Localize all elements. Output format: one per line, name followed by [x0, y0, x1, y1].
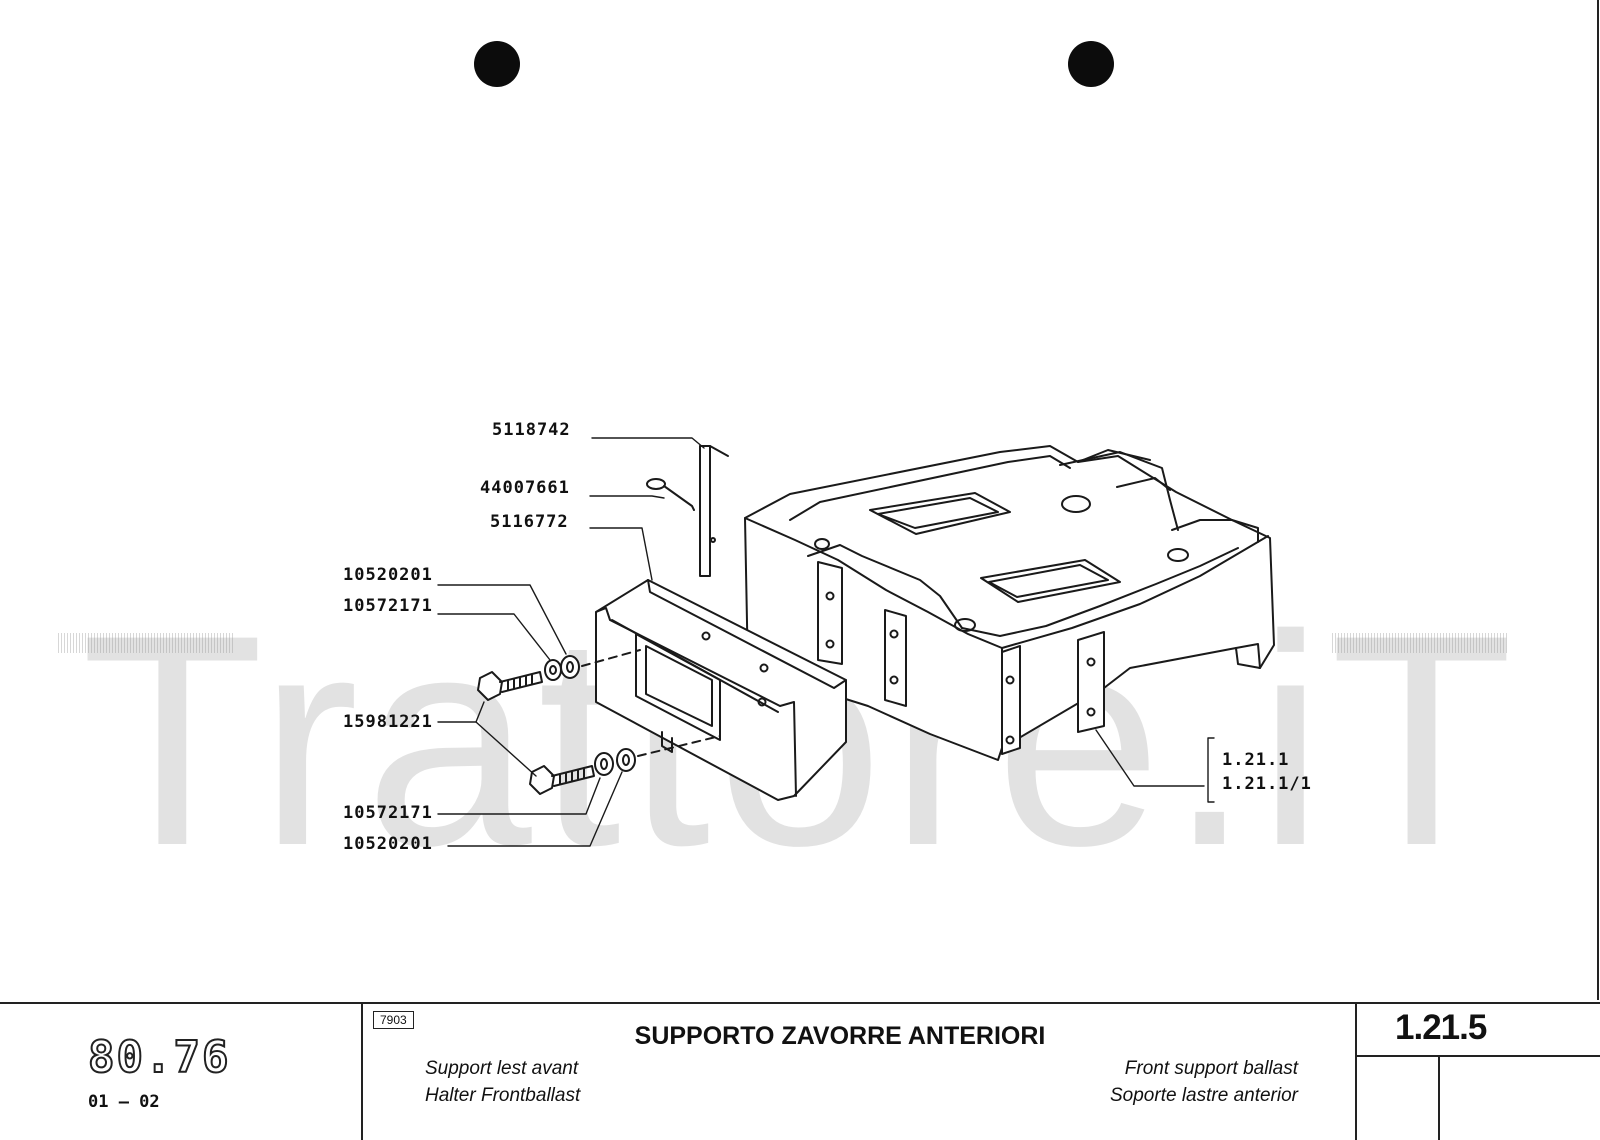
ballast-support-bracket: [595, 579, 847, 801]
subtitle-french: Support lest avant: [425, 1058, 579, 1079]
title-block: [0, 1002, 1600, 1140]
page-number: 1.21.5: [1395, 1008, 1487, 1047]
watermark-band-right: [1332, 633, 1508, 653]
date-range: 01 – 02: [88, 1092, 160, 1112]
part-label-5118742: 5118742: [492, 420, 571, 440]
part-label-15981221: 15981221: [343, 712, 433, 732]
right-border: [1597, 0, 1599, 1000]
page-title: SUPPORTO ZAVORRE ANTERIORI: [634, 1022, 1046, 1050]
title-block-divider-left: [361, 1002, 363, 1140]
part-label-10572171-upper: 10572171: [343, 596, 433, 616]
subtitle-german: Halter Frontballast: [425, 1085, 581, 1106]
title-block-divider-right: [1355, 1002, 1357, 1140]
punch-hole-left: [474, 41, 520, 87]
punch-hole-right: [1068, 41, 1114, 87]
part-label-10520201-upper: 10520201: [343, 565, 433, 585]
part-label-10572171-lower: 10572171: [343, 803, 433, 823]
subtitle-spanish: Soporte lastre anterior: [1110, 1085, 1298, 1106]
part-label-44007661: 44007661: [480, 478, 570, 498]
model-logo: 80.76: [87, 1031, 231, 1084]
page-num-cell-divider: [1438, 1055, 1440, 1140]
leader-lines: [437, 437, 1215, 847]
reference-label-2: 1.21.1/1: [1222, 774, 1312, 794]
watermark-band-left: [58, 633, 234, 653]
part-label-5116772: 5116772: [490, 512, 569, 532]
front-frame-housing: [744, 445, 1275, 761]
page-num-rule: [1355, 1055, 1600, 1057]
part-label-10520201-lower: 10520201: [343, 834, 433, 854]
clip-part: [646, 478, 695, 511]
subtitle-english: Front support ballast: [1124, 1058, 1298, 1079]
doc-code-box: 7903: [373, 1011, 414, 1029]
upper-bolt-assembly: [477, 649, 641, 701]
reference-label-1: 1.21.1: [1222, 750, 1290, 770]
pin-part: [699, 445, 729, 577]
lower-bolt-assembly: [529, 735, 721, 795]
title-block-top-rule: [0, 1002, 1600, 1004]
